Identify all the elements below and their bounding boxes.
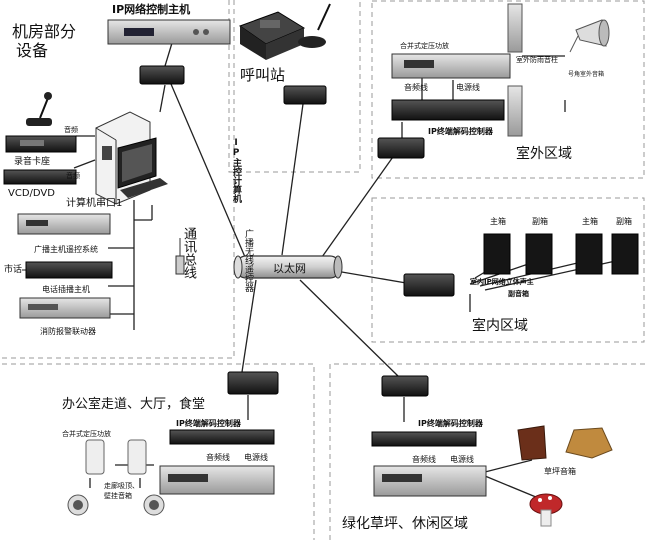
indoor-sub-speaker-1 xyxy=(525,233,553,275)
stump-speaker xyxy=(517,425,547,461)
office-wall-speakers xyxy=(85,439,147,475)
indoor-stereo-l1: 室内IP网络立体声主 xyxy=(470,277,534,286)
switch-outdoor xyxy=(377,137,425,159)
indoor-area-label: 室内区域 xyxy=(472,317,528,334)
garden-audio-line: 音频线 xyxy=(412,454,436,464)
mushroom-speaker xyxy=(529,493,563,527)
garden-rock-speakers xyxy=(517,425,613,461)
switch-garden xyxy=(381,375,429,397)
machine-room-title-l1: 机房部分 xyxy=(12,22,76,41)
switch-indoor xyxy=(403,273,455,297)
bus-label-text: 通讯总线 xyxy=(144,227,197,279)
recorder-label: 录音卡座 xyxy=(14,155,50,167)
machine-room-title-l2: 设备 xyxy=(16,41,48,60)
switch-machine-room xyxy=(139,65,185,85)
rock-speaker xyxy=(565,427,613,459)
fire-label: 消防报警联动器 xyxy=(40,326,96,336)
call-station-label: 呼叫站 xyxy=(240,66,285,84)
outdoor-power-line: 电源线 xyxy=(456,82,480,92)
outdoor-column-speaker-top xyxy=(507,3,523,53)
ethernet-label: 以太网 xyxy=(273,262,306,275)
horn-speaker xyxy=(569,19,610,53)
office-power-line: 电源线 xyxy=(244,452,268,462)
office-amplifier xyxy=(159,465,275,495)
vcd-label: VCD/DVD xyxy=(8,188,55,199)
switch-call-station xyxy=(283,85,327,105)
outdoor-amplifier xyxy=(391,53,511,79)
office-area-label: 办公室走道、大厅，食堂 xyxy=(62,396,205,412)
horn-label: 号角室外音箱 xyxy=(568,70,604,78)
lawn-label: 草坪音箱 xyxy=(544,466,576,476)
remote-host-unit xyxy=(17,213,111,235)
outdoor-area-label: 室外区域 xyxy=(516,145,572,162)
wall-speaker-2 xyxy=(127,439,147,475)
wall-speaker-1 xyxy=(85,439,105,475)
garden-decoder xyxy=(371,431,477,447)
garden-power-line: 电源线 xyxy=(450,454,474,464)
indoor-stereo-l2: 副音箱 xyxy=(508,289,529,298)
indoor-sub-label-2: 副箱 xyxy=(616,216,632,226)
audio-label-b: 音频 xyxy=(66,171,80,180)
indoor-main-speaker-1 xyxy=(483,233,511,275)
phone-host-unit xyxy=(25,261,113,279)
fire-alarm-unit xyxy=(19,297,111,319)
outdoor-amp-label: 合并式定压功放 xyxy=(400,41,449,50)
outdoor-decoder-label: IP终端解码控制器 xyxy=(428,126,494,136)
garden-amplifier xyxy=(373,465,487,497)
call-station-device xyxy=(238,3,331,60)
ethernet-bus: 以太网 xyxy=(233,255,343,279)
indoor-speakers xyxy=(483,233,639,275)
wireless-remote xyxy=(175,238,185,275)
ip-network-host xyxy=(107,19,231,45)
microphone xyxy=(26,92,52,126)
outdoor-column-speaker-bottom xyxy=(507,85,523,137)
bus-label: 通讯总线 xyxy=(144,227,197,279)
outdoor-column-label: 室外防雨音柱 xyxy=(516,55,558,64)
indoor-sub-speaker-2 xyxy=(611,233,639,275)
switch-office xyxy=(227,371,279,395)
garden-decoder-label: IP终端解码控制器 xyxy=(418,418,484,428)
ip-host-label: IP网络控制主机 xyxy=(112,2,190,16)
indoor-main-speaker-2 xyxy=(575,233,603,275)
office-audio-line: 音频线 xyxy=(206,452,230,462)
indoor-sub-label-1: 副箱 xyxy=(532,216,548,226)
indoor-main-label-1: 主箱 xyxy=(490,216,506,226)
indoor-main-label-2: 主箱 xyxy=(582,216,598,226)
office-ceiling-l2: 壁挂音箱 xyxy=(104,491,132,500)
control-pc xyxy=(95,111,168,205)
recorder-deck xyxy=(5,135,77,153)
office-decoder xyxy=(169,429,275,445)
office-amp-label: 合并式定压功放 xyxy=(62,429,111,438)
vcd-player xyxy=(3,169,77,185)
outdoor-decoder xyxy=(391,99,505,121)
phone-label: 市话 xyxy=(4,263,22,275)
audio-label-a: 音频 xyxy=(64,125,78,134)
remote-sys-label: 广播主机遥控系统 xyxy=(34,244,98,254)
phone-host-label: 电话插播主机 xyxy=(42,284,90,294)
serial-label: 计算机串口1 xyxy=(66,196,122,209)
office-ceiling-speakers xyxy=(67,494,165,516)
outdoor-audio-line: 音频线 xyxy=(404,82,428,92)
office-ceiling-l1: 走廊吸顶、 xyxy=(104,481,139,490)
network-switches xyxy=(139,65,455,397)
office-decoder-label: IP终端解码控制器 xyxy=(176,418,242,428)
garden-area-label: 绿化草坪、休闲区域 xyxy=(342,516,468,532)
